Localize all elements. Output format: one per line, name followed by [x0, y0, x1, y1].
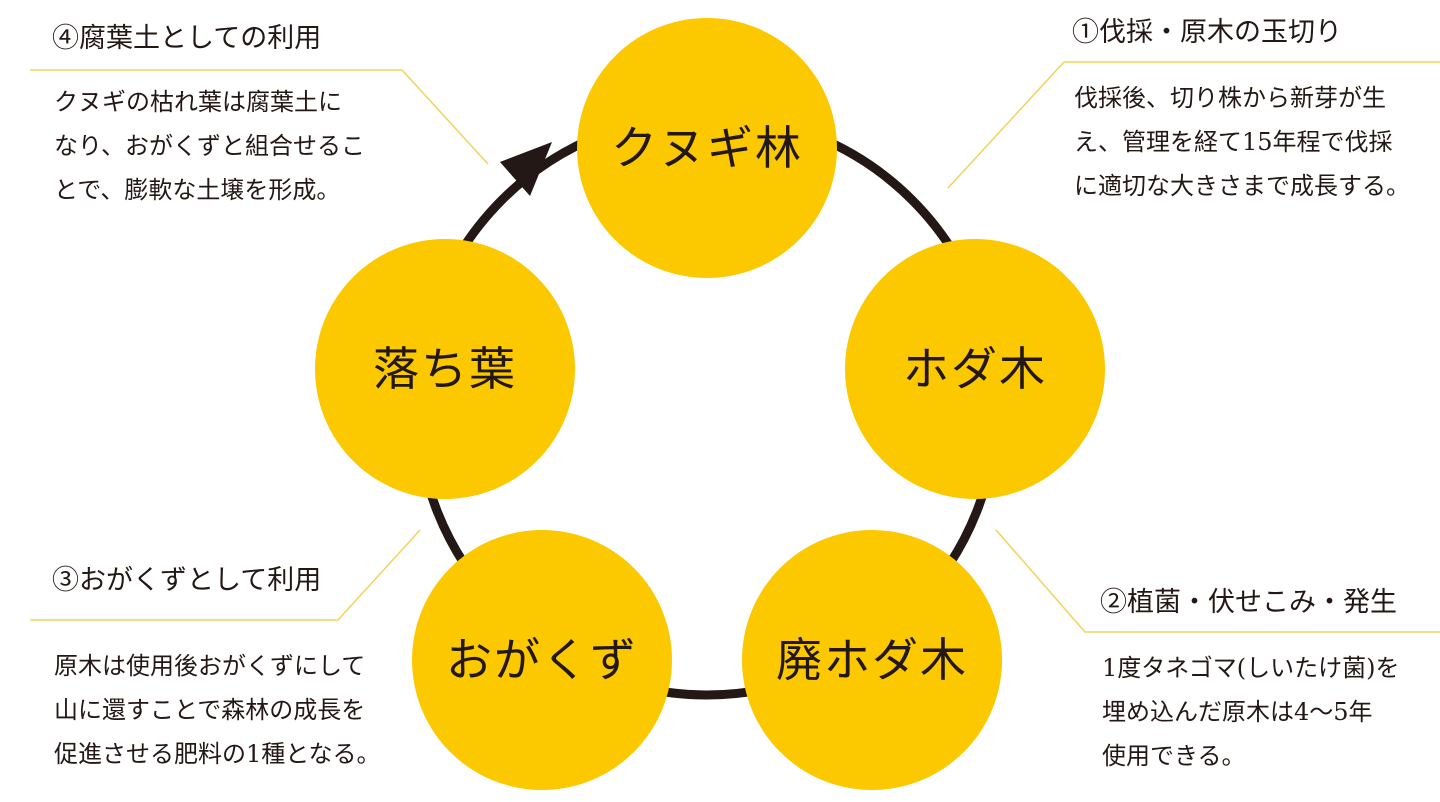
step4-line: クヌギの枯れ葉は腐葉土に	[54, 88, 342, 116]
node-label-hodagi: ホダ木	[903, 342, 1047, 396]
step1-description: 伐採後、切り株から新芽が生 え、管理を経て15年程で伐採 に適切な大きさまで成長…	[1074, 76, 1410, 208]
node-label-fallen-leaves: 落ち葉	[373, 342, 517, 396]
leader-line-step2	[995, 529, 1440, 633]
cycle-arrowhead	[500, 142, 552, 196]
step2-line: 埋め込んだ原木は4〜5年	[1102, 698, 1373, 726]
leader-line-step3	[30, 529, 421, 621]
node-label-forest: クヌギ林	[611, 121, 803, 175]
node-circle-fallen-leaves	[315, 239, 575, 499]
step2-line: 使用できる。	[1102, 742, 1246, 770]
step4-line: なり、おがくずと組合せるこ	[54, 132, 366, 160]
step1-heading: ①伐採・原木の玉切り	[1072, 17, 1342, 48]
step2-line: 1度タネゴマ(しいたけ菌)を	[1102, 654, 1400, 682]
step4-heading: ④腐葉土としての利用	[52, 23, 322, 54]
step3-line: 促進させる肥料の1種となる。	[54, 740, 381, 768]
node-circle-forest	[577, 18, 837, 278]
node-label-old-hodagi: 廃ホダ木	[776, 633, 968, 687]
step1-line: 伐採後、切り株から新芽が生	[1074, 84, 1386, 112]
step2-description: 1度タネゴマ(しいたけ菌)を 埋め込んだ原木は4〜5年 使用できる。	[1102, 646, 1400, 778]
step2-heading: ②植菌・伏せこみ・発生	[1100, 587, 1397, 618]
step3-line: 山に還すことで森林の成長を	[54, 696, 366, 724]
node-circle-old-hodagi	[742, 530, 1002, 790]
step3-line: 原木は使用後おがくずにして	[54, 652, 366, 680]
node-label-sawdust: おがくず	[446, 633, 638, 687]
step4-line: とで、膨軟な土壌を形成。	[54, 176, 341, 204]
step3-description: 原木は使用後おがくずにして 山に還すことで森林の成長を 促進させる肥料の1種とな…	[54, 644, 381, 776]
leader-line-step4	[30, 69, 489, 165]
node-circle-sawdust	[412, 530, 672, 790]
step1-line: に適切な大きさまで成長する。	[1074, 172, 1410, 200]
step1-line: え、管理を経て15年程で伐採	[1074, 128, 1393, 156]
leader-line-step1	[947, 61, 1440, 189]
node-circle-hodagi	[845, 239, 1105, 499]
step3-heading: ③おがくずとして利用	[52, 565, 322, 596]
step4-description: クヌギの枯れ葉は腐葉土に なり、おがくずと組合せるこ とで、膨軟な土壌を形成。	[54, 80, 365, 212]
